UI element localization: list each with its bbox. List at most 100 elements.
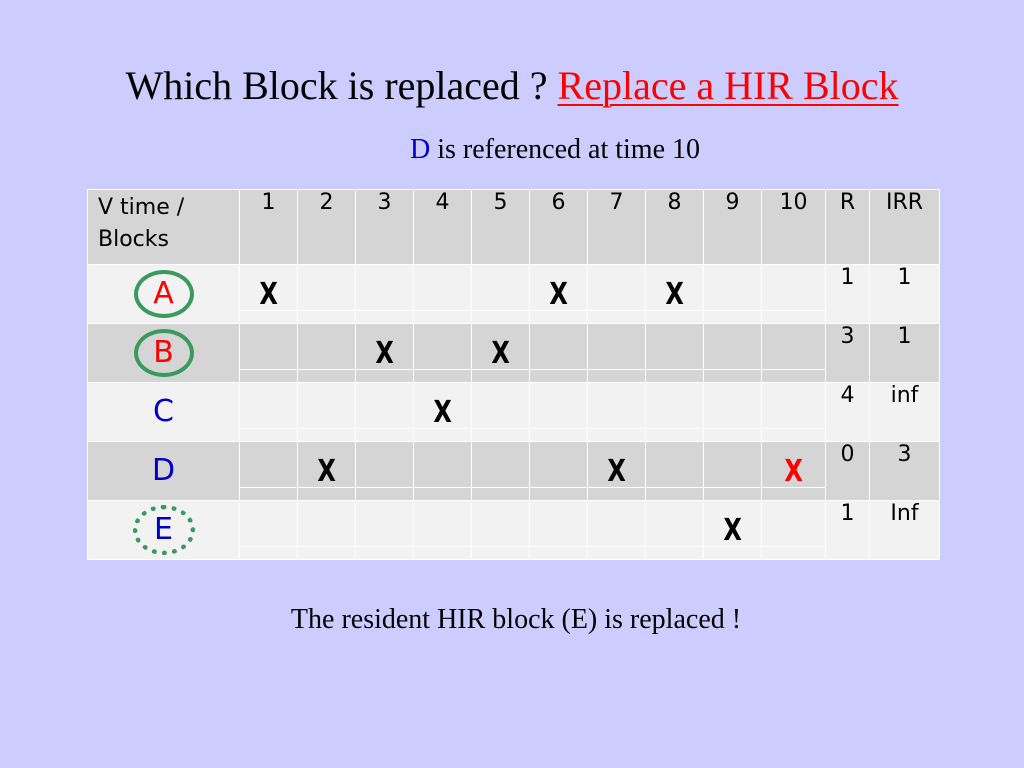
time-cell [587, 500, 646, 560]
irr-value: Inf [869, 500, 940, 560]
time-cell [529, 441, 588, 501]
time-cell [355, 500, 414, 560]
time-cell [529, 500, 588, 560]
header-time-3: 3 [355, 189, 414, 265]
slide-footer: The resident HIR block (E) is replaced ! [290, 604, 742, 635]
header-line-1: V time / [98, 195, 185, 220]
header-time-1: 1 [239, 189, 298, 265]
header-time-9: 9 [703, 189, 762, 265]
time-cell [703, 323, 762, 383]
r-value: 1 [825, 500, 870, 560]
time-cell [761, 264, 826, 324]
time-cell [471, 441, 530, 501]
time-cell [703, 264, 762, 324]
time-cell [471, 264, 530, 324]
block-label-circled: E [132, 505, 195, 555]
block-cell: B [87, 323, 240, 383]
r-value: 1 [825, 264, 870, 324]
block-label: D [151, 453, 176, 488]
subtitle-text: is referenced at time 10 [430, 134, 700, 165]
reference-mark: X [317, 453, 336, 489]
time-cell [413, 441, 472, 501]
time-cell [239, 323, 298, 383]
time-cell [529, 323, 588, 383]
time-cell: X [645, 264, 704, 324]
time-cell: X [355, 323, 414, 383]
irr-value: inf [869, 382, 940, 442]
irr-value: 1 [869, 323, 940, 383]
header-time-4: 4 [413, 189, 472, 265]
reference-table: V time /Blocks 1 2 3 4 5 6 7 8 9 10 R IR… [87, 189, 940, 560]
header-vtime-blocks: V time / Blocks [87, 189, 240, 265]
time-cell [645, 500, 704, 560]
time-cell [413, 323, 472, 383]
block-cell: C [87, 382, 240, 442]
irr-value: 3 [869, 441, 940, 501]
time-cell [239, 441, 298, 501]
time-cell [587, 264, 646, 324]
table-header-row: V time /Blocks 1 2 3 4 5 6 7 8 9 10 R IR… [87, 189, 940, 265]
time-cell: X [297, 441, 356, 501]
time-cell [297, 500, 356, 560]
slide-title: Which Block is replaced ? Replace a HIR … [0, 62, 1024, 109]
time-cell [645, 323, 704, 383]
time-cell [587, 323, 646, 383]
time-cell [239, 382, 298, 442]
time-cell [239, 500, 298, 560]
reference-mark: X [375, 335, 394, 371]
time-cell [703, 441, 762, 501]
time-cell: X [471, 323, 530, 383]
time-cell [529, 382, 588, 442]
header-time-7: 7 [587, 189, 646, 265]
time-cell [471, 382, 530, 442]
block-label: C [153, 394, 174, 429]
time-cell [587, 382, 646, 442]
time-cell: X [587, 441, 646, 501]
time-cell: X [761, 441, 826, 501]
time-cell [355, 264, 414, 324]
time-cell [297, 323, 356, 383]
irr-value: 1 [869, 264, 940, 324]
header-time-2: 2 [297, 189, 356, 265]
reference-mark: X [723, 512, 742, 548]
time-cell [761, 500, 826, 560]
reference-mark: X [665, 276, 684, 312]
title-highlight: Replace a HIR Block [557, 63, 899, 108]
time-cell [645, 382, 704, 442]
block-cell: A [87, 264, 240, 324]
time-cell [355, 441, 414, 501]
header-line-2: Blocks [98, 227, 169, 252]
block-label-circled: A [133, 270, 194, 318]
r-value: 0 [825, 441, 870, 501]
reference-mark: X [491, 335, 510, 371]
reference-mark: X [607, 453, 626, 489]
header-r: R [825, 189, 870, 265]
block-label-circled: B [133, 329, 194, 377]
time-cell [413, 264, 472, 324]
slide-subtitle: D is referenced at time 10 [0, 134, 1024, 166]
r-value: 3 [825, 323, 870, 383]
title-prefix: Which Block is replaced ? [125, 63, 558, 108]
time-cell [703, 382, 762, 442]
time-cell: X [529, 264, 588, 324]
reference-mark: X [433, 394, 452, 430]
header-time-6: 6 [529, 189, 588, 265]
reference-mark: X [549, 276, 568, 312]
time-cell [761, 323, 826, 383]
block-cell: E [87, 500, 240, 560]
header-time-8: 8 [645, 189, 704, 265]
time-cell [297, 382, 356, 442]
reference-mark: X [259, 276, 278, 312]
time-cell: X [239, 264, 298, 324]
block-cell: D [87, 441, 240, 501]
time-cell [761, 382, 826, 442]
subtitle-block: D [410, 134, 431, 165]
header-time-10: 10 [761, 189, 826, 265]
time-cell [355, 382, 414, 442]
